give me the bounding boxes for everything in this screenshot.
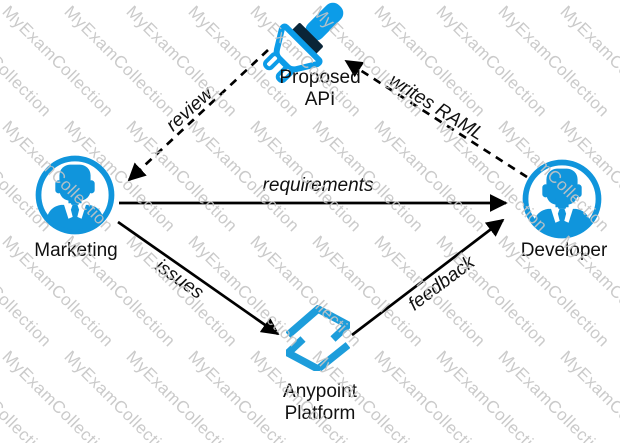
edge-feedback-line xyxy=(351,218,505,337)
developer-person-icon xyxy=(522,159,602,239)
edge-label-requirements: requirements xyxy=(262,175,374,196)
anypoint-platform-label: Anypoint Platform xyxy=(252,381,388,425)
proposed-api-plug-icon xyxy=(263,2,344,83)
proposed-api-label-line1: Proposed xyxy=(279,67,361,88)
edge-writes-raml-line xyxy=(344,59,528,179)
edge-issues-line xyxy=(117,220,280,336)
anypoint-platform-label-line1: Anypoint xyxy=(283,381,357,402)
anypoint-platform-icon xyxy=(286,305,350,371)
anypoint-platform-label-line2: Platform xyxy=(284,403,356,424)
proposed-api-label: Proposed API xyxy=(252,67,388,111)
edge-review-line xyxy=(127,49,269,182)
marketing-label: Marketing xyxy=(34,240,118,261)
marketing-person-icon xyxy=(35,155,115,235)
proposed-api-label-line2: API xyxy=(304,89,336,110)
developer-label: Developer xyxy=(520,240,608,261)
